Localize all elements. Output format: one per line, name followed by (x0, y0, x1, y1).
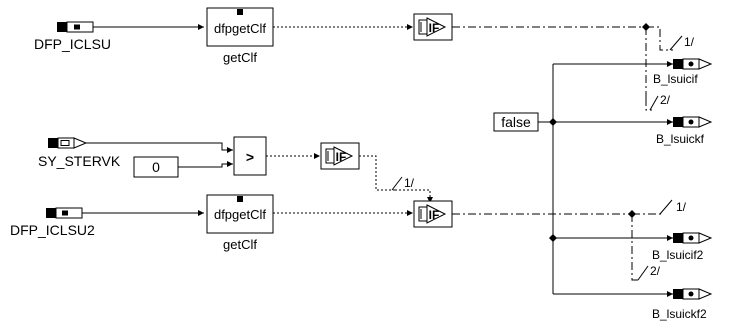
if-block-top-label: IF (429, 21, 440, 35)
compare-block[interactable]: > (233, 136, 267, 176)
switch-mid-1-label: 1/ (404, 176, 415, 190)
if-block-bottom[interactable]: IF (413, 200, 453, 228)
getclf-block-bottom[interactable]: dfpgetClf getClf (206, 194, 274, 252)
switch-top-1-label: 1/ (684, 35, 695, 49)
output-label-b-lsuicif: B_lsuicif (653, 72, 698, 86)
switch-bottom-1-label: 1/ (676, 200, 687, 214)
input-label-sy-stervk: SY_STERVK (38, 153, 121, 169)
output-b-lsuicif[interactable]: B_lsuicif (653, 58, 713, 86)
input-sy-stervk[interactable]: SY_STERVK (38, 137, 121, 169)
output-b-lsuicif2[interactable]: B_lsuicif2 (652, 232, 713, 262)
false-constant[interactable]: false (493, 112, 539, 132)
getclf-block-top-text: dfpgetClf (214, 21, 266, 36)
output-label-b-lsuickf2: B_lsuickf2 (652, 307, 707, 321)
switch-top-2-label: 2/ (660, 93, 671, 107)
getclf-block-top[interactable]: dfpgetClf getClf (206, 7, 274, 65)
constant-zero[interactable]: 0 (133, 156, 179, 178)
constant-zero-text: 0 (152, 159, 160, 175)
input-label-dfp-iclsu2: DFP_ICLSU2 (10, 222, 95, 238)
switch-bottom-2-label: 2/ (650, 264, 661, 278)
output-b-lsuickf2[interactable]: B_lsuickf2 (652, 288, 713, 321)
getclf-block-bottom-text: dfpgetClf (214, 207, 266, 222)
if-block-mid[interactable]: IF (320, 142, 360, 170)
output-label-b-lsuicif2: B_lsuicif2 (652, 248, 704, 262)
output-label-b-lsuickf: B_lsuickf (656, 132, 705, 146)
getclf-block-top-caption: getClf (223, 50, 257, 65)
input-label-dfp-iclsu: DFP_ICLSU (34, 36, 111, 52)
getclf-block-bottom-caption: getClf (223, 237, 257, 252)
if-block-mid-label: IF (336, 150, 347, 164)
if-block-bottom-label: IF (429, 208, 440, 222)
if-block-top[interactable]: IF (413, 13, 453, 41)
output-b-lsuickf[interactable]: B_lsuickf (656, 116, 713, 146)
compare-block-op: > (246, 149, 254, 165)
false-constant-text: false (501, 114, 531, 130)
